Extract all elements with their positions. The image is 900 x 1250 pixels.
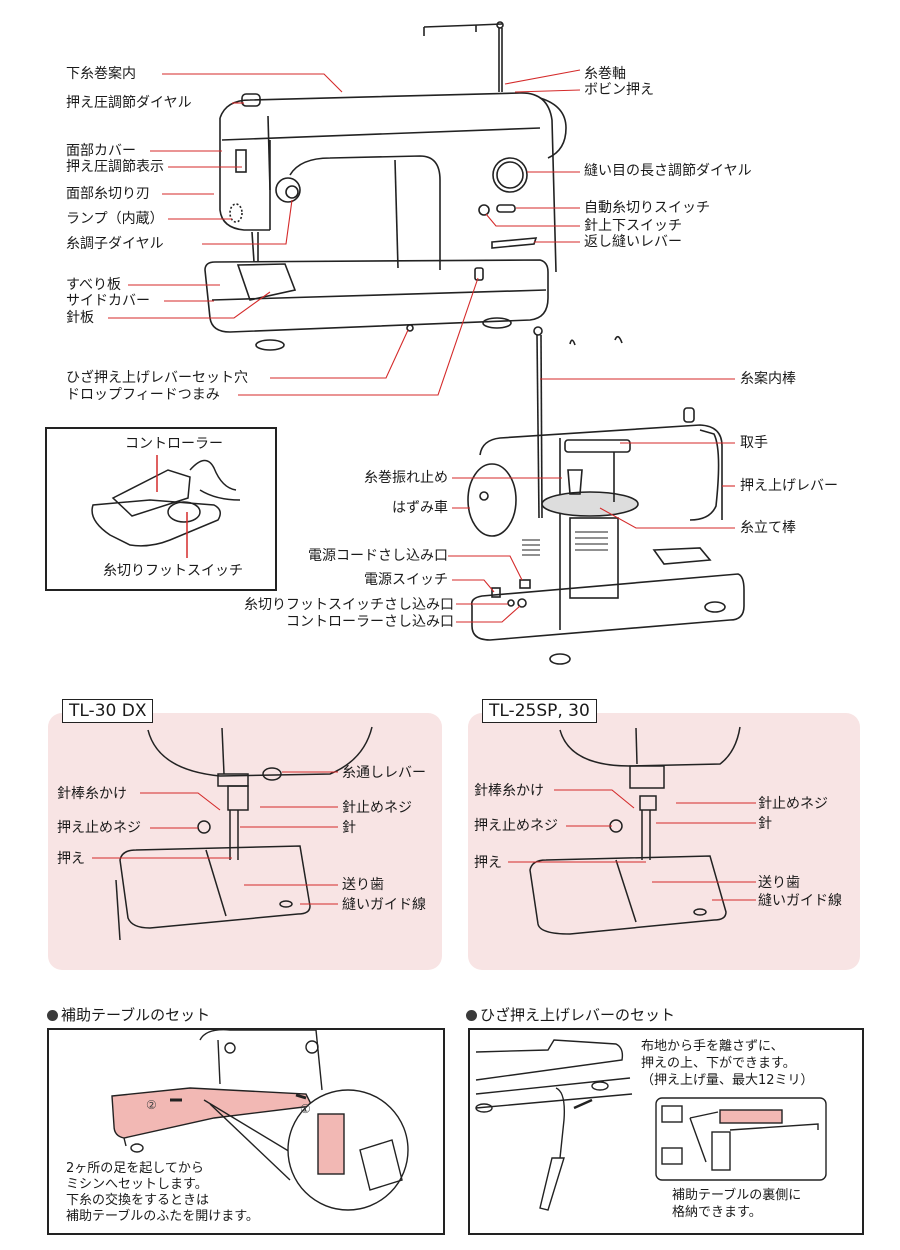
label-spool-pin: 糸巻軸 bbox=[584, 66, 626, 82]
label-stitch-length-dial: 縫い目の長さ調節ダイヤル bbox=[584, 163, 752, 179]
label-presser-pressure-indicator: 押え圧調節表示 bbox=[66, 159, 164, 175]
label-needle-threader-lever: 糸通しレバー bbox=[342, 765, 426, 781]
label-side-cover: サイドカバー bbox=[66, 293, 150, 309]
model-tag-tl25sp-30: TL-25SP, 30 bbox=[482, 699, 597, 723]
label-feed-dog: 送り歯 bbox=[758, 875, 800, 891]
label-thread-cut-foot-switch: 糸切りフットスイッチ bbox=[103, 563, 243, 579]
label-seam-guide-lines: 縫いガイド線 bbox=[342, 897, 426, 913]
label-face-cover: 面部カバー bbox=[66, 143, 136, 159]
label-spool-stabilizer: 糸巻振れ止め bbox=[364, 470, 448, 486]
front-leader-lines bbox=[108, 69, 581, 396]
label-power-cord-socket: 電源コードさし込み口 bbox=[308, 548, 448, 564]
aux-table-title-text: 補助テーブルのセット bbox=[61, 1006, 211, 1024]
label-needle: 針 bbox=[342, 820, 356, 836]
model-tag-tl30dx: TL-30 DX bbox=[62, 699, 154, 723]
label-presser-foot-screw: 押え止めネジ bbox=[474, 818, 558, 834]
controller-box bbox=[45, 427, 277, 591]
label-lamp-builtin: ランプ（内蔵） bbox=[66, 211, 164, 227]
label-power-switch: 電源スイッチ bbox=[364, 572, 448, 588]
label-slide-plate: すべり板 bbox=[66, 277, 122, 293]
bullet-icon bbox=[47, 1010, 58, 1021]
aux-note-line: 2ヶ所の足を起してから bbox=[66, 1161, 204, 1176]
label-thread-guide-rod: 糸案内棒 bbox=[740, 371, 796, 387]
label-drop-feed-knob: ドロップフィードつまみ bbox=[66, 387, 220, 403]
label-presser-lifter-lever: 押え上げレバー bbox=[740, 478, 838, 494]
label-bobbin-stopper: ボビン押え bbox=[584, 82, 654, 98]
label-needle-clamp-screw: 針止めネジ bbox=[342, 800, 412, 816]
knee-note-line: 押えの上、下ができます。 bbox=[641, 1056, 796, 1071]
storage-note-line: 補助テーブルの裏側に bbox=[672, 1188, 802, 1203]
knee-lever-section-title: ひざ押え上げレバーのセット bbox=[466, 1006, 675, 1024]
label-needle-plate: 針板 bbox=[66, 310, 94, 326]
label-needle-bar-thread-guide: 針棒糸かけ bbox=[474, 783, 544, 799]
label-needle-bar-thread-guide: 針棒糸かけ bbox=[57, 786, 127, 802]
knee-lever-box bbox=[468, 1028, 864, 1235]
step-marker-2: ② bbox=[146, 1098, 157, 1112]
knee-note-line: （押え上げ量、最大12ミリ） bbox=[641, 1073, 814, 1088]
rear-sewing-machine-illustration bbox=[467, 326, 745, 665]
label-feed-dog: 送り歯 bbox=[342, 877, 384, 893]
label-reverse-lever: 返し縫いレバー bbox=[584, 234, 682, 250]
label-handle: 取手 bbox=[740, 435, 768, 451]
aux-note-line: 下糸の交換をするときは bbox=[66, 1193, 210, 1208]
label-knee-lever-socket: ひざ押え上げレバーセット穴 bbox=[66, 370, 248, 386]
aux-note-line: ミシンへセットします。 bbox=[66, 1177, 208, 1192]
foot-controller-illustration bbox=[91, 455, 241, 558]
label-controller: コントローラー bbox=[125, 436, 223, 452]
label-presser-foot: 押え bbox=[57, 851, 85, 867]
label-foot-switch-socket: 糸切りフットスイッチさし込み口 bbox=[244, 597, 454, 613]
label-presser-foot-screw: 押え止めネジ bbox=[57, 820, 141, 836]
label-seam-guide-lines: 縫いガイド線 bbox=[758, 893, 842, 909]
label-presser-pressure-dial: 押え圧調節ダイヤル bbox=[66, 95, 192, 111]
front-sewing-machine-illustration bbox=[204, 21, 567, 351]
aux-note-line: 補助テーブルのふたを開けます。 bbox=[66, 1209, 259, 1224]
label-bobbin-winder-guide: 下糸巻案内 bbox=[66, 66, 136, 82]
label-needle: 針 bbox=[758, 816, 772, 832]
bullet-icon bbox=[466, 1010, 477, 1021]
label-face-thread-cutter: 面部糸切り刃 bbox=[66, 186, 150, 202]
aux-table-box bbox=[47, 1028, 445, 1235]
knee-lever-illustration bbox=[475, 1039, 827, 1211]
aux-table-section-title: 補助テーブルのセット bbox=[47, 1006, 210, 1024]
label-spool-stand-pins: 糸立て棒 bbox=[740, 520, 796, 536]
step-marker-1: ① bbox=[300, 1102, 311, 1116]
detail-panel-left-background bbox=[48, 713, 442, 970]
label-auto-thread-cut-switch: 自動糸切りスイッチ bbox=[584, 200, 710, 216]
aux-table-illustration bbox=[111, 1029, 409, 1211]
label-handwheel: はずみ車 bbox=[392, 500, 448, 516]
label-needle-clamp-screw: 針止めネジ bbox=[758, 796, 828, 812]
knee-lever-title-text: ひざ押え上げレバーのセット bbox=[480, 1006, 676, 1024]
label-controller-socket: コントローラーさし込み口 bbox=[286, 614, 454, 630]
label-needle-up-down-switch: 針上下スイッチ bbox=[584, 218, 682, 234]
detail-panel-right-background bbox=[468, 713, 860, 970]
storage-note-line: 格納できます。 bbox=[672, 1205, 762, 1220]
knee-note-line: 布地から手を離さずに、 bbox=[641, 1039, 784, 1054]
rear-leader-lines bbox=[448, 378, 735, 623]
label-presser-foot: 押え bbox=[474, 855, 502, 871]
label-thread-tension-dial: 糸調子ダイヤル bbox=[66, 236, 164, 252]
